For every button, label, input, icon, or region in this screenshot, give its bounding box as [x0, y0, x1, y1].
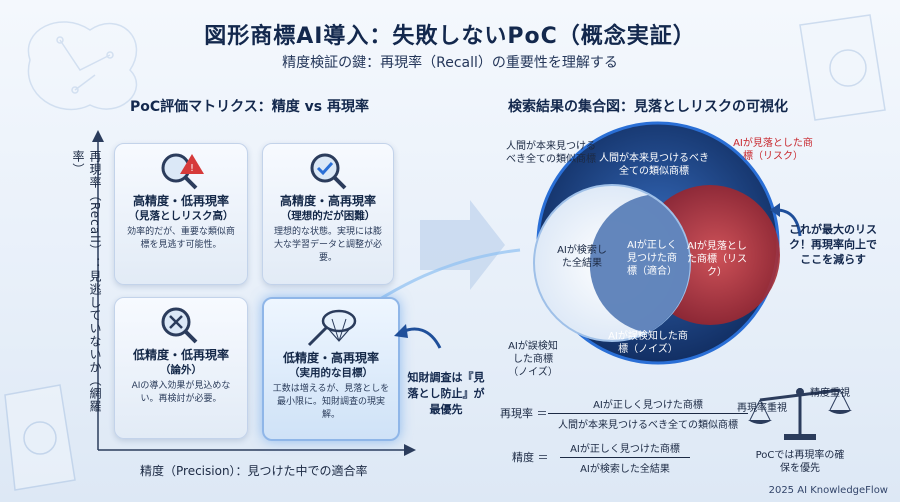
- net-icon: [307, 309, 357, 347]
- noise-label: AIが誤検知した商標（ノイズ）: [508, 341, 558, 378]
- outer-set-label: 人間が本来見つけるべき全ての類似商標: [506, 141, 596, 165]
- quadrant-description: 効率的だが、重要な類似商標を見逃す可能性。: [127, 227, 235, 250]
- x-axis-label: 精度（Precision）：見つけた中での適合率: [140, 464, 368, 478]
- brain-circuit-icon: [27, 21, 138, 111]
- svg-text:!: !: [190, 163, 194, 174]
- page-title: 図形商標AI導入：失敗しないPoC（概念実証）: [204, 24, 696, 49]
- quadrant-description: AIの導入効果が見込めない。再検討が必要。: [131, 381, 231, 404]
- missed-label: AIが見落とした商標（リスク）: [733, 138, 813, 162]
- precision-formula: AIが正しく見つけた商標 AIが検索した全結果: [560, 440, 690, 475]
- document-icon: [799, 14, 886, 121]
- scale-right-label: 精度重視: [810, 388, 850, 399]
- magnifier-check-icon: [310, 153, 347, 190]
- venn-correct-text: AIが正しく見つけた商標（適合）: [627, 240, 677, 277]
- risk-arrow: [770, 203, 802, 237]
- recall-formula: AIが正しく見つけた商標 人間が本来見つけるべき全ての類似商標: [548, 396, 748, 431]
- quadrant-title: 低精度・高再現率: [282, 351, 379, 365]
- venn-heading: 検索結果の集合図：見落としリスクの可視化: [508, 99, 788, 115]
- priority-callout: 知財調査は『見落とし防止』が最優先: [407, 371, 485, 416]
- footer-credit: 2025 AI KnowledgeFlow: [768, 485, 888, 496]
- quadrant-description: 工数は増えるが、見落としを最小限に。知財調査の現実解。: [272, 384, 390, 420]
- quadrant-subtitle: （理想的だが困難）: [280, 210, 376, 222]
- precision-numerator: AIが正しく見つけた商標: [560, 440, 690, 458]
- quadrant-title: 高精度・低再現率: [132, 194, 229, 208]
- quadrant-high-precision-low-recall: ! 高精度・低再現率 （見落としリスク高） 効率的だが、重要な類似商標を見逃す可…: [114, 143, 248, 285]
- quadrant-title: 高精度・高再現率: [279, 194, 376, 208]
- venn-missed-text: AIが見落とした商標（リスク）: [687, 241, 747, 278]
- quadrant-title: 低精度・低再現率: [132, 348, 229, 362]
- quadrant-subtitle: （論外）: [160, 364, 202, 376]
- venn-ai-found-text: AIが検索した全結果: [557, 245, 607, 269]
- correct-intersection: [589, 195, 690, 333]
- recall-numerator: AIが正しく見つけた商標: [548, 396, 748, 414]
- quadrant-low-precision-high-recall: 低精度・高再現率 （実用的な目標） 工数は増えるが、見落としを最小限に。知財調査…: [262, 297, 400, 441]
- magnifier-cross-icon: [161, 307, 198, 344]
- recall-formula-label: 再現率 ＝: [500, 407, 548, 420]
- y-axis-label: 再現率（Recall）：見逃していないか（網羅率）: [71, 150, 102, 413]
- venn-diagram: [533, 121, 780, 365]
- balance-scale-icon: [748, 388, 852, 440]
- precision-formula-label: 精度 ＝: [512, 451, 549, 464]
- document-icon: [4, 384, 76, 491]
- venn-noise-text: AIが誤検知した商標（ノイズ）: [608, 331, 688, 355]
- quadrant-subtitle: （実用的な目標）: [289, 367, 373, 379]
- scale-note: PoCでは再現率の確保を優先: [755, 450, 845, 474]
- precision-denominator: AIが検索した全結果: [580, 464, 670, 475]
- flow-arrow: [420, 200, 505, 290]
- matrix-heading: PoC評価マトリクス：精度 vs 再現率: [130, 99, 369, 115]
- page-subtitle: 精度検証の鍵：再現率（Recall）の重要性を理解する: [282, 55, 618, 71]
- quadrant-low-precision-low-recall: 低精度・低再現率 （論外） AIの導入効果が見込めない。再検討が必要。: [114, 297, 248, 439]
- callout-arrow: [394, 324, 442, 349]
- matrix-axes: [92, 130, 416, 456]
- quadrant-high-precision-high-recall: 高精度・高再現率 （理想的だが困難） 理想的な状態。実現には膨大な学習データと調…: [262, 143, 394, 285]
- scale-left-label: 再現率重視: [737, 403, 787, 414]
- recall-denominator: 人間が本来見つけるべき全ての類似商標: [558, 420, 738, 431]
- quadrant-description: 理想的な状態。実現には膨大な学習データと調整が必要。: [273, 227, 382, 263]
- quadrant-subtitle: （見落としリスク高）: [128, 210, 234, 222]
- risk-note: これが最大のリスク！再現率向上でここを減らす: [789, 223, 877, 266]
- magnifier-warning-icon: !: [161, 153, 204, 190]
- venn-outer-text: 人間が本来見つけるべき全ての類似商標: [599, 153, 709, 177]
